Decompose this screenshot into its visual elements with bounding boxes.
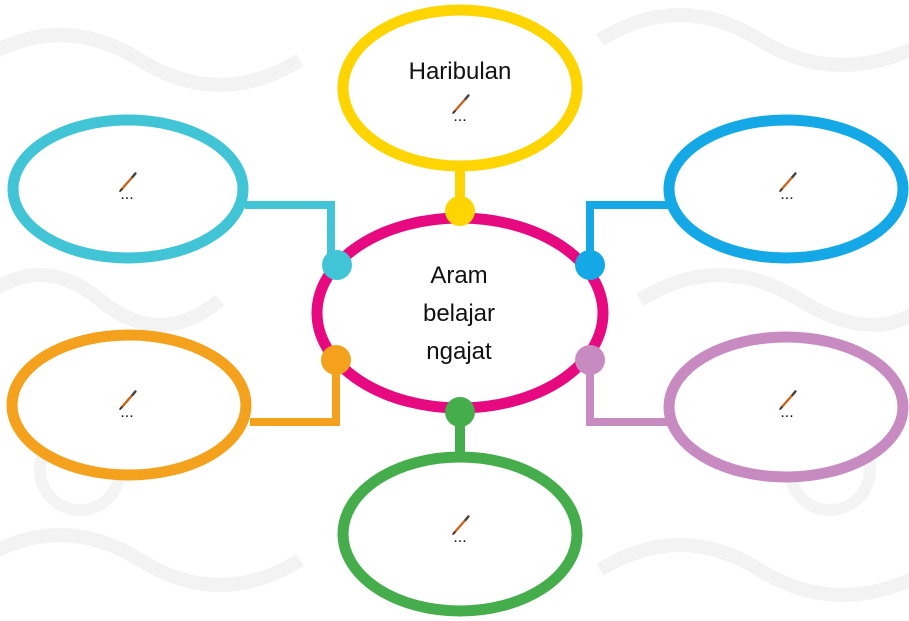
node-bottom[interactable]: ... [337,451,583,617]
connector-top-left [245,201,335,264]
joint-dot-top-right [575,250,605,280]
node-top-right-placeholder: ... [780,186,793,203]
connector-bottom-left [250,360,340,426]
joint-dot-bottom-right [575,345,605,375]
node-top[interactable]: Haribulan ... [337,4,583,172]
node-top-left-outline [7,114,249,264]
connector-bottom-right [586,360,682,426]
joint-dot-top-left [322,250,352,280]
node-top-title: Haribulan [409,58,512,85]
node-top-placeholder: ... [453,108,466,125]
node-bottom-left[interactable]: ... [6,329,252,481]
background-pattern [0,8,909,602]
node-bottom-outline [337,451,583,617]
connector-top-right [586,201,682,264]
joint-dot-bottom [445,397,475,427]
joint-dot-bottom-left [321,345,351,375]
node-bottom-left-placeholder: ... [120,404,133,421]
node-top-right-outline [663,114,909,264]
center-label-line-2: belajar [423,300,495,327]
node-bottom-right-placeholder: ... [780,404,793,421]
node-bottom-right[interactable]: ... [663,331,909,483]
center-label-line-3: ngajat [426,338,492,365]
node-top-right[interactable]: ... [663,114,909,264]
node-bottom-placeholder: ... [453,529,466,546]
node-bottom-left-outline [6,329,252,481]
node-top-left-placeholder: ... [120,186,133,203]
center-node[interactable]: Aram belajar ngajat [311,212,609,414]
node-top-outline [337,4,583,172]
node-bottom-right-outline [663,331,909,483]
connector-joints [321,196,605,427]
node-top-left[interactable]: ... [7,114,249,264]
joint-dot-top [445,196,475,226]
center-label-line-1: Aram [430,262,487,289]
